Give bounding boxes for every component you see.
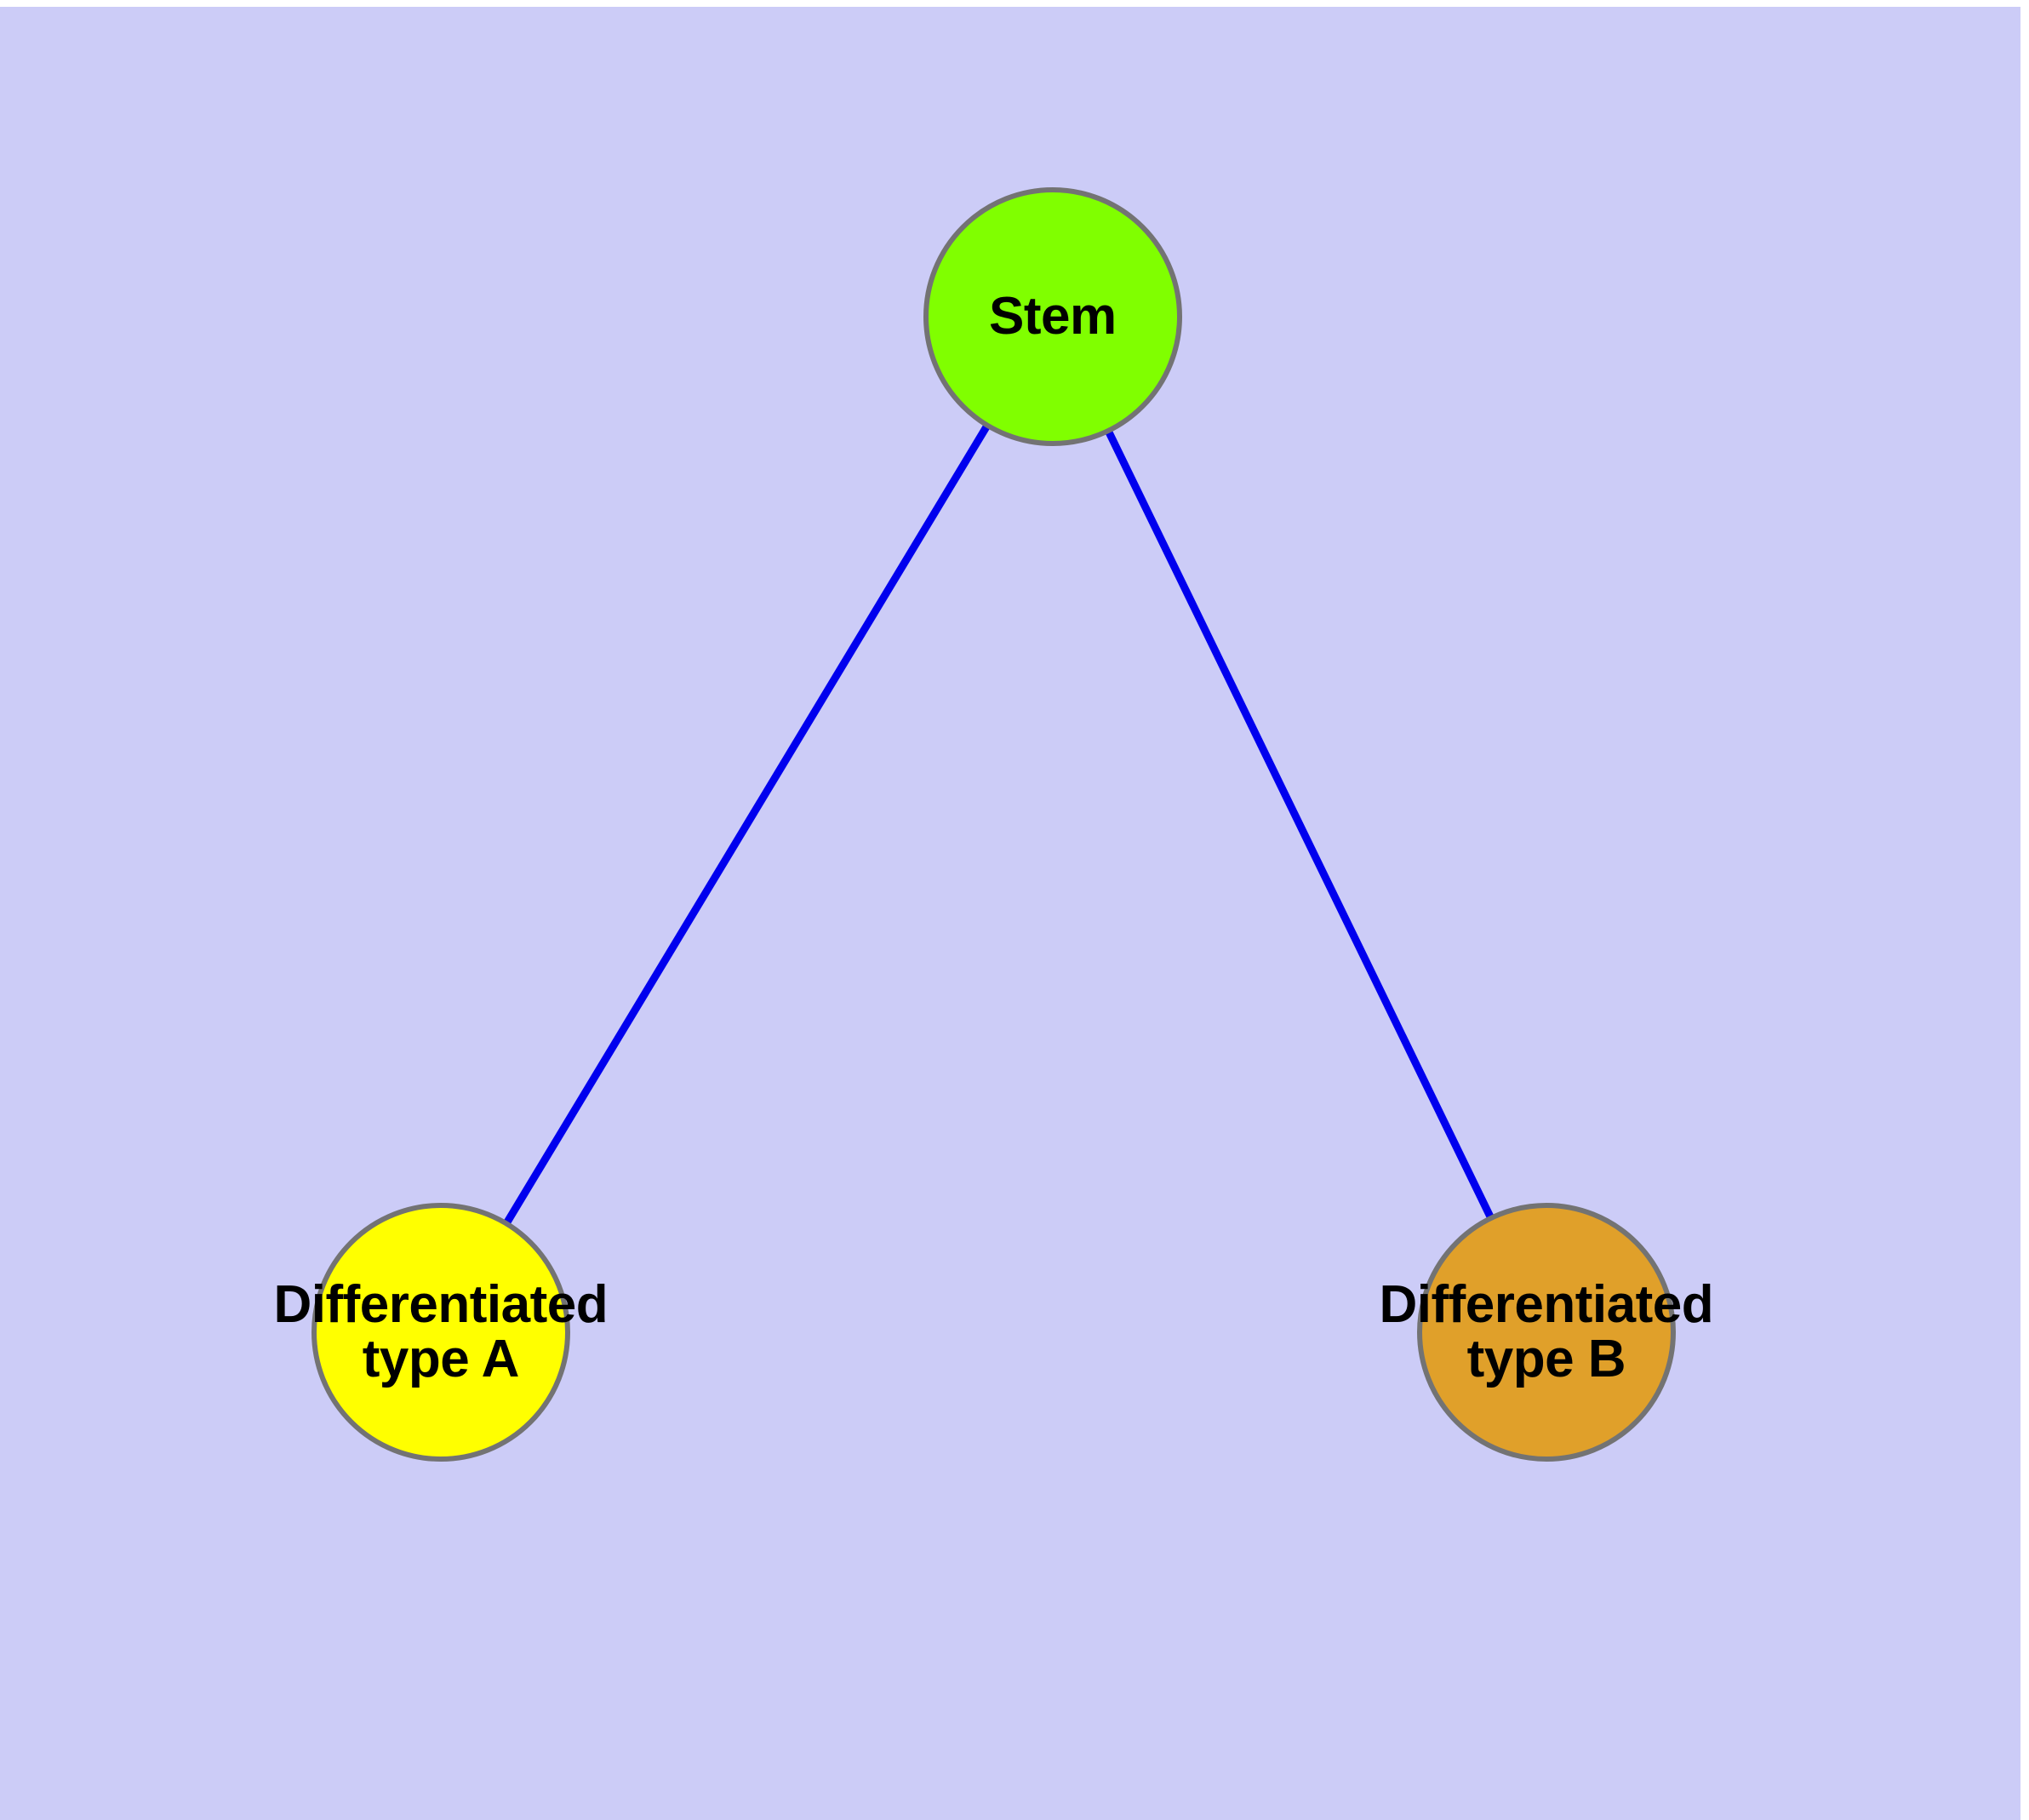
- edge-layer: [503, 424, 1495, 1225]
- edge-stem-to-diff-b: [1105, 429, 1495, 1220]
- edge-stem-to-diff-a: [503, 424, 991, 1225]
- node-circle-stem[interactable]: [923, 187, 1182, 446]
- node-circle-differentiated-type-a[interactable]: [311, 1203, 570, 1462]
- node-circle-differentiated-type-b[interactable]: [1417, 1203, 1676, 1462]
- node-layer: [311, 187, 1676, 1462]
